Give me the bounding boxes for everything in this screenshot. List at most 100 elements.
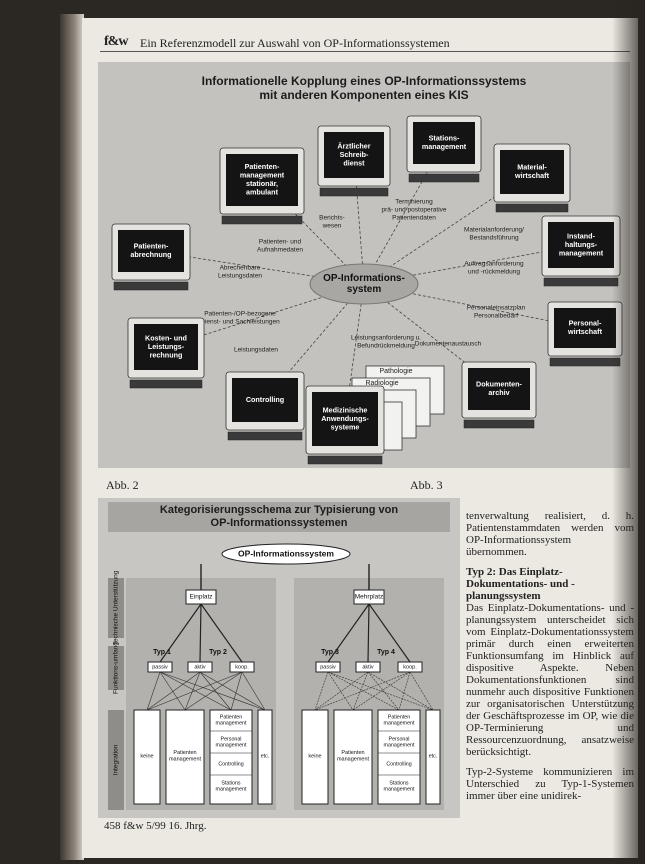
monitor-personal: Personal-wirtschaft [547, 301, 623, 367]
integ-link [230, 671, 243, 711]
monitor-screen [413, 122, 475, 164]
paragraph-3: Typ-2-Systeme kommunizieren im Unterschi… [466, 766, 634, 802]
keyboard [129, 379, 203, 389]
node-label-kosten-line: rechnung [150, 350, 183, 359]
edge-label-arzt-line: wesen [322, 223, 342, 230]
edge-label-abrechnung-line: Abrechenbare [220, 265, 261, 272]
integ-link [314, 671, 329, 711]
integ-link [352, 671, 369, 711]
integ-column [257, 709, 273, 805]
func-label-line: passiv [152, 664, 168, 670]
integ-label-line: management [169, 757, 202, 763]
monitor-controlling: Controlling [225, 371, 305, 441]
node-label-station-line: management [422, 142, 467, 151]
figure1-title: Informationelle Kopplung eines OP-Inform… [98, 74, 630, 102]
edge-label-station-line: prä- und postoperative [381, 207, 446, 214]
integ-column [301, 709, 329, 805]
integ-column [165, 709, 205, 805]
integ-link [314, 671, 411, 711]
edge-material [363, 171, 533, 285]
integ-link [146, 671, 201, 711]
book-spine [60, 14, 84, 860]
edge-label-instand-line: Auftragsanforderung [464, 261, 524, 268]
node-label-medtech-line: Medizinische [323, 405, 368, 414]
row-label: Funktions-umfang [113, 642, 120, 694]
node-label-medtech-line: Anwendungs- [321, 414, 369, 423]
monitor-screen [312, 392, 378, 446]
node-label-instand-line: haltungs- [565, 240, 598, 249]
integ-link [199, 671, 232, 711]
integ-link [398, 671, 411, 711]
edge-label-medtech-line: Befundrückmeldung [357, 343, 415, 350]
edge-label-abrechnung-line: Leistungsdaten [218, 273, 262, 280]
node-label-instand-line: management [559, 248, 604, 257]
row-label-box [108, 578, 124, 638]
func-label-line: aktiv [194, 664, 206, 670]
center-ellipse [309, 263, 419, 305]
integ-label-line: Patienten [173, 750, 196, 756]
integ-link [327, 671, 354, 711]
node-label-material-line: wirtschaft [514, 171, 550, 180]
stack-label: Pathologie [379, 368, 412, 375]
integ-link [199, 671, 266, 711]
stack-label: Radiologie [365, 380, 398, 387]
monitor-screen [232, 378, 298, 422]
integ-column [333, 709, 373, 805]
monitor-screen [324, 132, 384, 178]
kis-diagram: PathologieRadiologieLaborAnästhesiePatie… [111, 115, 623, 465]
figure2-title-line2: OP-Informationssystemen [210, 517, 348, 529]
section-heading-typ2: Typ 2: Das Einplatz-Dokumentations- und … [466, 566, 575, 602]
integ-label-line: Patienten [341, 750, 364, 756]
edge-medtech [344, 283, 365, 420]
func-label-line: aktiv [362, 664, 374, 670]
func-label-line: koop. [235, 664, 249, 670]
monitor-screen [548, 222, 614, 268]
monitor-dokument: Dokumenten-archiv [461, 361, 537, 429]
monitor-screen [554, 308, 616, 348]
node-label-dokument-line: Dokumenten- [476, 380, 523, 389]
edge-label-kosten-line: Dienst- und Sachleistungen [200, 319, 280, 326]
journal-logo: f&w [104, 34, 128, 49]
edge-label-instand-line: und -rückmeldung [468, 269, 520, 276]
integ-label-line: Personal [221, 736, 242, 742]
node-label-kosten-line: Leistungs- [148, 342, 185, 351]
integ-label-line: keine [308, 753, 321, 759]
type-label-line: Typ 3 [321, 649, 339, 656]
running-title: Ein Referenzmodell zur Auswahl von OP-In… [140, 36, 450, 50]
integ-label-line: management [216, 787, 247, 793]
node-label-abrechnung-line: Patienten- [134, 242, 169, 251]
edge-label-controlling-line: Leistungsdaten [234, 347, 278, 354]
node-label-patient-line: management [240, 171, 285, 180]
integ-link [327, 671, 400, 711]
paragraph-2: Das Einplatz-Dokumentations- und -planun… [466, 602, 634, 758]
integ-label-line: etc. [429, 753, 438, 759]
integ-label-line: Stations [221, 780, 240, 786]
type-label-line: Typ 2 [209, 649, 227, 656]
integ-label-line: management [216, 743, 247, 749]
paragraph-1: tenverwaltung realisiert, d. h. Patiente… [466, 510, 634, 558]
monitor-instand: Instand-haltungs-management [541, 215, 621, 287]
row-label-box [108, 710, 124, 810]
node-label-station-line: Stations- [429, 134, 460, 143]
center-label-line: OP-Informations- [323, 273, 405, 284]
func-link [199, 603, 202, 663]
integ-label-line: keine [140, 753, 153, 759]
func-label-line: koop. [403, 664, 417, 670]
integ-label-line: management [216, 721, 247, 727]
integ-link [159, 671, 186, 711]
keyboard [319, 187, 389, 197]
edge-label-kosten-line: Patienten-/OP-bezogene [204, 311, 276, 318]
edge-label-medtech-line: Leistungsanforderung u. [351, 335, 421, 342]
center-label-line: system [347, 284, 382, 295]
func-label-line: passiv [320, 664, 336, 670]
keyboard [227, 431, 303, 441]
monitor-abrechnung: Patienten-abrechnung [111, 223, 191, 291]
keyboard [408, 173, 480, 183]
integ-label-line: management [384, 787, 415, 793]
